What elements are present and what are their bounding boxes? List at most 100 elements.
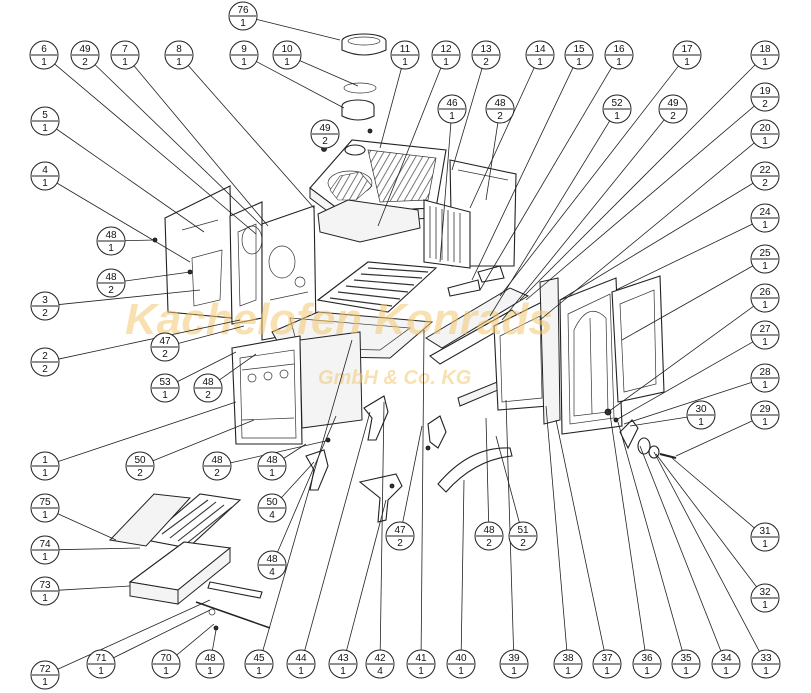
callout-part-number: 48 bbox=[266, 554, 278, 565]
part-callout-14: 141 bbox=[525, 40, 555, 70]
part-side-door bbox=[261, 205, 317, 341]
callout-part-number: 5 bbox=[42, 110, 48, 121]
callout-part-number: 38 bbox=[562, 653, 574, 664]
callout-quantity: 1 bbox=[614, 111, 620, 122]
leader-line-39 bbox=[505, 399, 514, 651]
part-callout-5: 51 bbox=[30, 106, 60, 136]
part-callout-20: 201 bbox=[750, 119, 780, 149]
leader-line-72 bbox=[57, 599, 211, 670]
callout-quantity: 4 bbox=[269, 510, 275, 521]
callout-part-number: 22 bbox=[759, 165, 771, 176]
part-gasket-ring bbox=[343, 82, 377, 94]
callout-quantity: 1 bbox=[762, 380, 768, 391]
leader-line-46 bbox=[439, 122, 452, 263]
part-callout-48d: 482 bbox=[193, 373, 223, 403]
leader-line-44 bbox=[304, 411, 371, 651]
callout-part-number: 48 bbox=[105, 272, 117, 283]
part-callout-12: 121 bbox=[431, 40, 461, 70]
leader-line-8 bbox=[187, 65, 315, 209]
callout-part-number: 34 bbox=[720, 653, 732, 664]
part-callout-36: 361 bbox=[632, 649, 662, 679]
part-callout-71: 711 bbox=[86, 649, 116, 679]
callout-part-number: 27 bbox=[759, 324, 771, 335]
part-callout-27: 271 bbox=[750, 320, 780, 350]
callout-part-number: 30 bbox=[695, 404, 707, 415]
leader-line-36 bbox=[609, 413, 646, 651]
callout-quantity: 1 bbox=[122, 57, 128, 68]
callout-quantity: 1 bbox=[42, 510, 48, 521]
part-callout-17: 171 bbox=[672, 40, 702, 70]
callout-quantity: 2 bbox=[108, 285, 114, 296]
callout-part-number: 48 bbox=[204, 653, 216, 664]
callout-part-number: 48 bbox=[202, 377, 214, 388]
leader-line-11 bbox=[379, 68, 402, 149]
leader-line-48c bbox=[124, 271, 191, 282]
callout-part-number: 28 bbox=[759, 367, 771, 378]
callout-part-number: 39 bbox=[508, 653, 520, 664]
leader-line-48d bbox=[219, 353, 257, 381]
part-callout-48c: 482 bbox=[96, 268, 126, 298]
part-callout-76: 761 bbox=[228, 1, 258, 31]
callout-part-number: 48 bbox=[494, 98, 506, 109]
callout-quantity: 1 bbox=[763, 666, 769, 677]
leader-line-22 bbox=[559, 182, 754, 301]
callout-quantity: 1 bbox=[42, 123, 48, 134]
part-callout-10: 101 bbox=[272, 40, 302, 70]
callout-part-number: 42 bbox=[374, 653, 386, 664]
part-callout-24: 241 bbox=[750, 203, 780, 233]
callout-quantity: 2 bbox=[322, 136, 328, 147]
leader-line-25 bbox=[621, 265, 754, 341]
part-fire-grate bbox=[316, 261, 438, 313]
callout-part-number: 14 bbox=[534, 44, 546, 55]
callout-quantity: 1 bbox=[42, 178, 48, 189]
callout-part-number: 50 bbox=[134, 455, 146, 466]
callout-part-number: 10 bbox=[281, 44, 293, 55]
part-callout-51: 512 bbox=[508, 521, 538, 551]
part-callout-48e: 482 bbox=[202, 451, 232, 481]
leader-line-1 bbox=[58, 401, 237, 462]
part-callout-4: 41 bbox=[30, 161, 60, 191]
callout-part-number: 20 bbox=[759, 123, 771, 134]
callout-quantity: 1 bbox=[162, 390, 168, 401]
callout-quantity: 2 bbox=[137, 468, 143, 479]
callout-quantity: 1 bbox=[762, 220, 768, 231]
callout-quantity: 2 bbox=[497, 111, 503, 122]
callout-quantity: 2 bbox=[483, 57, 489, 68]
part-callout-44: 441 bbox=[286, 649, 316, 679]
part-callout-41: 411 bbox=[406, 649, 436, 679]
callout-part-number: 73 bbox=[39, 580, 51, 591]
callout-quantity: 1 bbox=[723, 666, 729, 677]
leader-line-50b bbox=[281, 461, 315, 498]
part-callout-1: 11 bbox=[30, 451, 60, 481]
callout-quantity: 2 bbox=[486, 538, 492, 549]
part-callout-11: 111 bbox=[390, 40, 420, 70]
part-flue-spigot bbox=[341, 99, 375, 121]
callout-quantity: 1 bbox=[42, 593, 48, 604]
callout-quantity: 1 bbox=[762, 261, 768, 272]
part-callout-50a: 502 bbox=[125, 451, 155, 481]
leader-line-48f bbox=[283, 443, 307, 459]
part-callout-48i: 481 bbox=[195, 649, 225, 679]
callout-part-number: 1 bbox=[42, 455, 48, 466]
stove-parts-illustration bbox=[108, 33, 677, 631]
leader-line-48a bbox=[485, 122, 499, 201]
part-callout-26: 261 bbox=[750, 283, 780, 313]
leader-line-43 bbox=[346, 499, 387, 651]
callout-part-number: 12 bbox=[440, 44, 452, 55]
leader-line-9 bbox=[256, 61, 345, 109]
leader-line-50a bbox=[152, 419, 255, 462]
callout-part-number: 31 bbox=[759, 526, 771, 537]
callout-quantity: 1 bbox=[98, 666, 104, 677]
callout-part-number: 49 bbox=[79, 44, 91, 55]
leader-line-32 bbox=[655, 453, 757, 588]
callout-quantity: 1 bbox=[762, 539, 768, 550]
callout-part-number: 16 bbox=[613, 44, 625, 55]
callout-quantity: 1 bbox=[616, 57, 622, 68]
callout-quantity: 2 bbox=[42, 364, 48, 375]
part-callout-47b: 472 bbox=[385, 521, 415, 551]
part-callout-74: 741 bbox=[30, 535, 60, 565]
callout-part-number: 75 bbox=[39, 497, 51, 508]
leader-line-17 bbox=[499, 65, 679, 297]
leader-line-34 bbox=[639, 445, 722, 652]
callout-part-number: 43 bbox=[337, 653, 349, 664]
